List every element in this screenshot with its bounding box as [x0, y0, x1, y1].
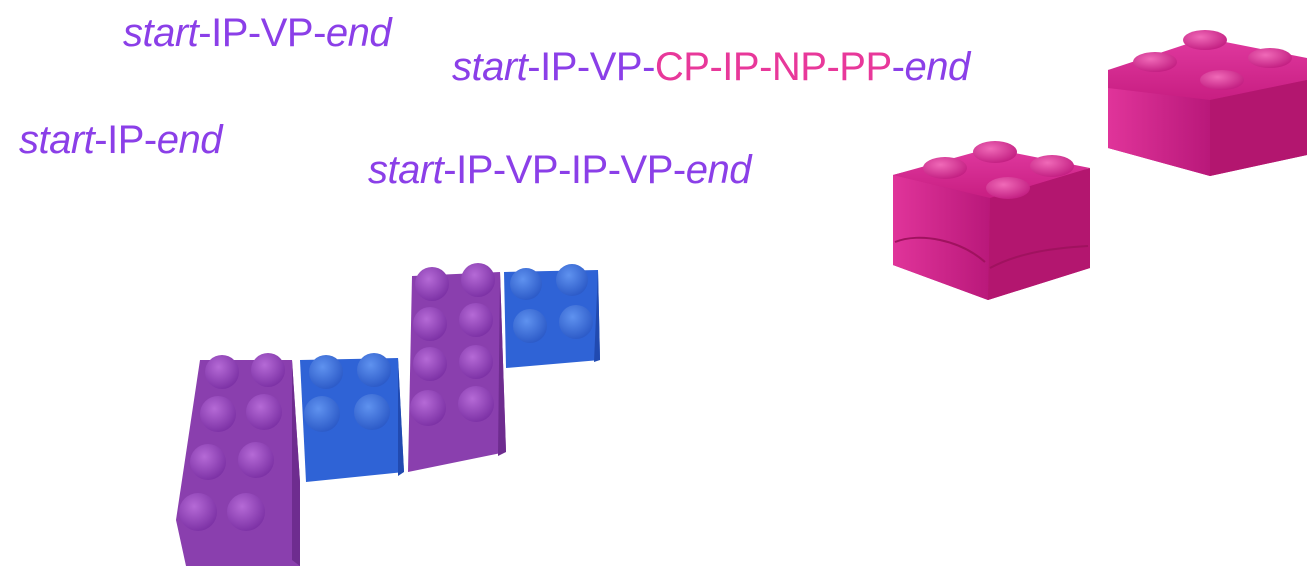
- sequence-label-1: start-IP-VP-end: [123, 11, 392, 55]
- sequence-token: start: [123, 11, 199, 55]
- sequence-token: -IP-: [94, 118, 157, 162]
- sequence-token: start: [452, 45, 528, 89]
- sequence-token: end: [325, 11, 392, 55]
- sequence-label-4: start-IP-VP-IP-VP-end: [368, 150, 751, 190]
- sequence-token: -: [891, 45, 905, 89]
- magenta-lego-bricks: [893, 30, 1307, 300]
- sequence-token: CP-IP-NP-PP: [654, 45, 892, 89]
- sequence-token: -IP-VP-: [527, 45, 655, 89]
- sequence-token: -IP-VP-: [198, 11, 326, 55]
- blue-brick-right: [504, 264, 600, 368]
- magenta-brick-front: [893, 141, 1090, 300]
- sequence-label-2: start-IP-VP-CP-IP-NP-PP-end: [452, 47, 970, 87]
- purple-brick-middle: [408, 263, 506, 472]
- purple-brick-left: [176, 353, 300, 566]
- sequence-label-3: start-IP-end: [19, 120, 222, 160]
- sequence-token: -IP-VP-IP-VP-: [443, 148, 686, 192]
- blue-brick-left: [300, 353, 404, 482]
- sequence-token: start: [19, 118, 95, 162]
- purple-blue-brick-chain: [176, 263, 600, 566]
- sequence-token: end: [156, 118, 223, 162]
- magenta-brick-back: [1108, 30, 1307, 176]
- sequence-token: end: [685, 148, 752, 192]
- sequence-token: start: [368, 148, 444, 192]
- sequence-token: end: [904, 45, 971, 89]
